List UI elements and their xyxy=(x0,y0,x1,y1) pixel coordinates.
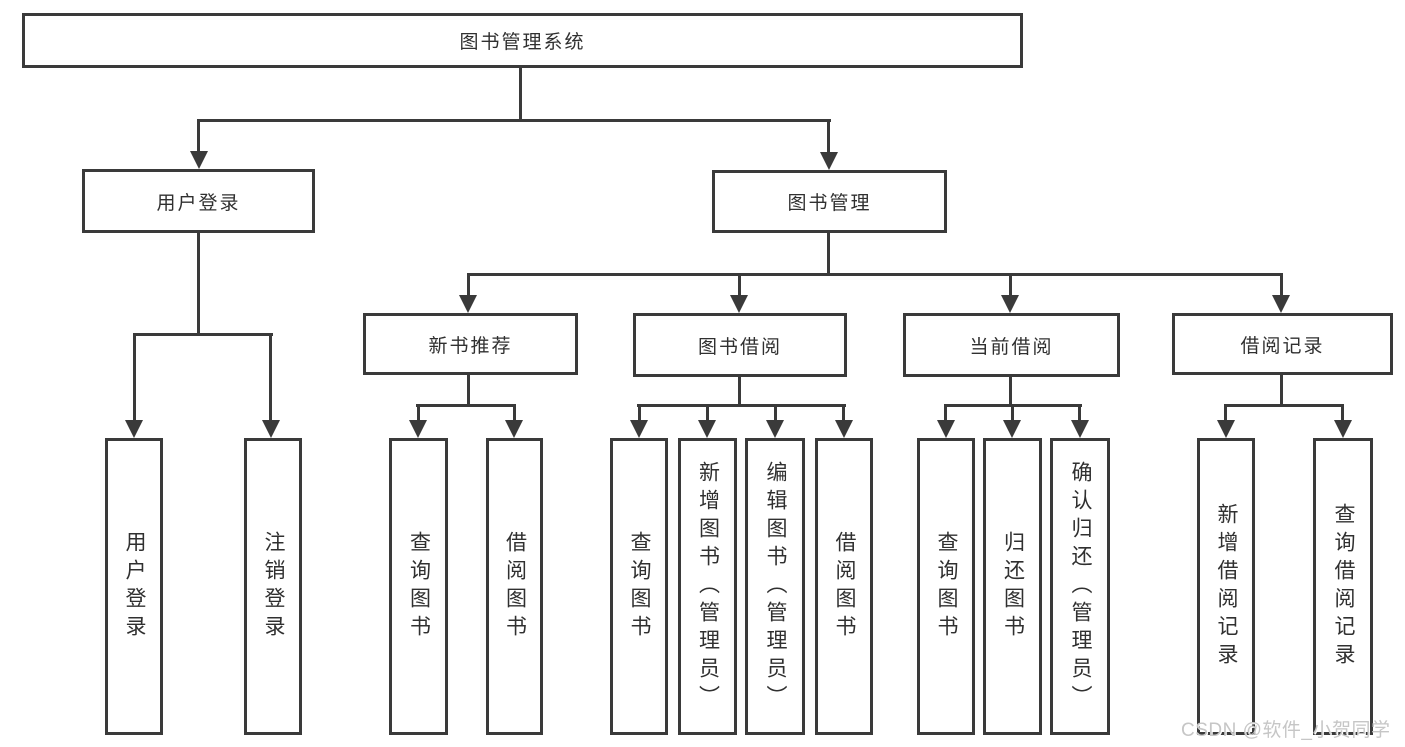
node-user-login-label: 用户登录 xyxy=(156,192,241,214)
connector-level3-rail xyxy=(467,273,1283,276)
leaf-borrow-borrow-label: 借阅图书 xyxy=(833,530,857,643)
connector-userlogin-rail xyxy=(133,333,273,336)
connector-stem-nb-borrow xyxy=(513,404,516,422)
node-user-login: 用户登录 xyxy=(82,169,315,233)
connector-stem-bb-borrow xyxy=(842,404,845,422)
connector-bookmgmt-stem xyxy=(827,233,830,276)
leaf-user-login: 用户登录 xyxy=(105,438,163,735)
node-current-borrow: 当前借阅 xyxy=(903,313,1120,377)
arrowhead-bb-borrow xyxy=(835,420,853,438)
leaf-borrow-borrow: 借阅图书 xyxy=(815,438,873,735)
connector-current-stem xyxy=(1009,377,1012,407)
arrowhead-leaf-logout xyxy=(262,420,280,438)
leaf-current-query-label: 查询图书 xyxy=(935,530,959,643)
connector-userlogin-stem xyxy=(197,233,200,336)
arrowhead-cb-confirm xyxy=(1071,420,1089,438)
leaf-logout-label: 注销登录 xyxy=(262,530,286,643)
leaf-borrow-add-admin-label: 新增图书（管理员） xyxy=(696,460,720,713)
node-book-mgmt: 图书管理 xyxy=(712,170,947,233)
leaf-borrow-edit-admin: 编辑图书（管理员） xyxy=(745,438,805,735)
leaf-newbook-borrow-label: 借阅图书 xyxy=(503,530,527,643)
node-current-borrow-label: 当前借阅 xyxy=(969,336,1054,358)
connector-stem-cb-query xyxy=(944,404,947,422)
connector-stem-records xyxy=(1280,273,1283,297)
connector-stem-nb-query xyxy=(417,404,420,422)
connector-stem-leaf-login xyxy=(133,333,136,422)
leaf-newbook-query-label: 查询图书 xyxy=(407,530,431,643)
leaf-borrow-query: 查询图书 xyxy=(610,438,668,735)
connector-stem-bb-add xyxy=(706,404,709,422)
arrowhead-nb-query xyxy=(409,420,427,438)
connector-stem-new-book xyxy=(467,273,470,297)
arrowhead-book-mgmt xyxy=(820,152,838,170)
connector-stem-user-login xyxy=(197,119,200,153)
leaf-newbook-borrow: 借阅图书 xyxy=(486,438,543,735)
arrowhead-records xyxy=(1272,295,1290,313)
connector-stem-cb-return xyxy=(1011,404,1014,422)
leaf-current-confirm-admin-label: 确认归还（管理员） xyxy=(1069,460,1093,713)
leaf-logout: 注销登录 xyxy=(244,438,302,735)
node-borrow-records-label: 借阅记录 xyxy=(1240,335,1325,357)
connector-stem-bb-query xyxy=(638,404,641,422)
node-root: 图书管理系统 xyxy=(22,13,1023,68)
arrowhead-cb-query xyxy=(937,420,955,438)
arrowhead-bb-edit xyxy=(766,420,784,438)
connector-newbook-stem xyxy=(467,375,470,407)
arrowhead-cb-return xyxy=(1003,420,1021,438)
arrowhead-user-login xyxy=(190,151,208,169)
connector-stem-current-borrow xyxy=(1009,273,1012,297)
leaf-borrow-query-label: 查询图书 xyxy=(628,530,652,643)
connector-root-stem xyxy=(519,68,522,121)
arrowhead-book-borrow xyxy=(730,295,748,313)
leaf-borrow-add-admin: 新增图书（管理员） xyxy=(678,438,737,735)
arrowhead-current-borrow xyxy=(1001,295,1019,313)
watermark-text: CSDN @软件_小贺同学 xyxy=(1181,720,1391,741)
node-book-borrow: 图书借阅 xyxy=(633,313,847,377)
node-root-label: 图书管理系统 xyxy=(459,32,586,53)
leaf-records-query: 查询借阅记录 xyxy=(1313,438,1373,735)
arrowhead-new-book xyxy=(459,295,477,313)
leaf-records-add: 新增借阅记录 xyxy=(1197,438,1255,735)
node-new-book-recommend: 新书推荐 xyxy=(363,313,578,375)
connector-stem-book-borrow xyxy=(738,273,741,297)
arrowhead-rc-query xyxy=(1334,420,1352,438)
leaf-records-add-label: 新增借阅记录 xyxy=(1215,502,1239,671)
node-book-borrow-label: 图书借阅 xyxy=(697,336,782,358)
arrowhead-nb-borrow xyxy=(505,420,523,438)
connector-borrow-rail xyxy=(637,404,846,407)
leaf-newbook-query: 查询图书 xyxy=(389,438,448,735)
connector-borrow-stem xyxy=(738,377,741,407)
leaf-current-query: 查询图书 xyxy=(917,438,975,735)
leaf-current-return: 归还图书 xyxy=(983,438,1042,735)
node-new-book-recommend-label: 新书推荐 xyxy=(428,335,513,357)
leaf-current-confirm-admin: 确认归还（管理员） xyxy=(1050,438,1110,735)
connector-stem-leaf-logout xyxy=(269,333,272,422)
connector-newbook-rail xyxy=(416,404,516,407)
leaf-user-login-label: 用户登录 xyxy=(123,530,147,643)
connector-records-rail xyxy=(1224,404,1344,407)
connector-stem-book-mgmt xyxy=(827,119,830,153)
connector-stem-rc-add xyxy=(1224,404,1227,422)
arrowhead-rc-add xyxy=(1217,420,1235,438)
arrowhead-bb-add xyxy=(698,420,716,438)
connector-records-stem xyxy=(1280,375,1283,407)
connector-stem-rc-query xyxy=(1341,404,1344,422)
node-borrow-records: 借阅记录 xyxy=(1172,313,1393,375)
leaf-borrow-edit-admin-label: 编辑图书（管理员） xyxy=(764,460,788,713)
arrowhead-bb-query xyxy=(630,420,648,438)
leaf-current-return-label: 归还图书 xyxy=(1001,530,1025,643)
connector-level2-rail xyxy=(197,119,831,122)
arrowhead-leaf-login xyxy=(125,420,143,438)
connector-stem-bb-edit xyxy=(774,404,777,422)
node-book-mgmt-label: 图书管理 xyxy=(787,193,872,214)
leaf-records-query-label: 查询借阅记录 xyxy=(1332,502,1356,671)
connector-stem-cb-confirm xyxy=(1078,404,1081,422)
